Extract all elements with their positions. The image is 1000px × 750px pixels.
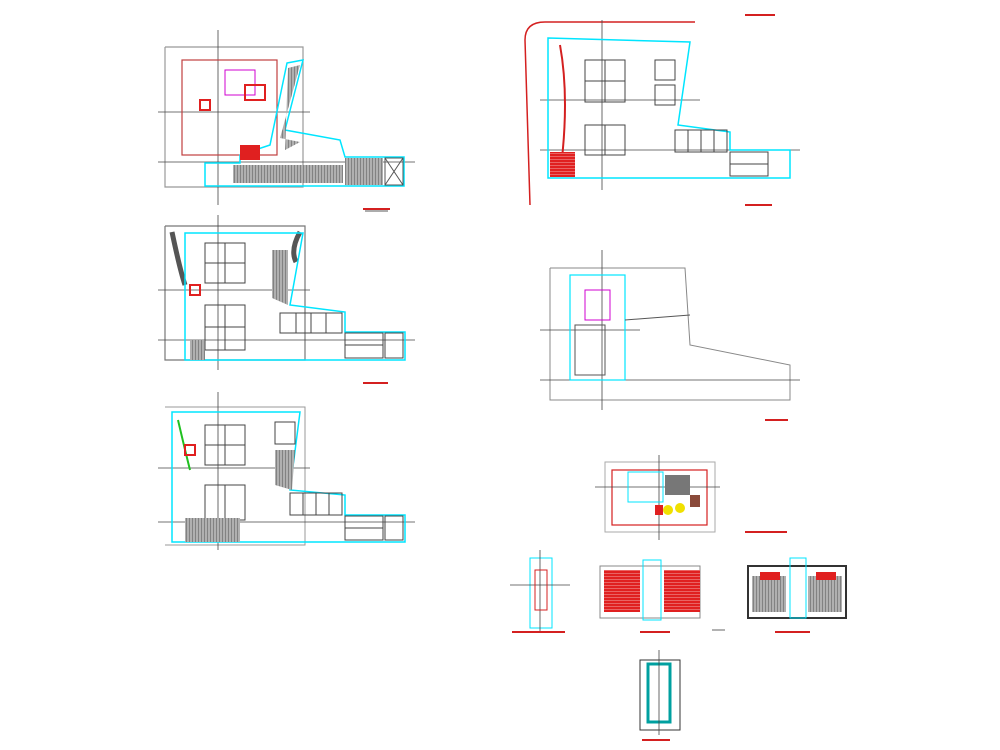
section-plan-small	[510, 550, 570, 633]
floor-plan-3	[158, 392, 415, 550]
floor-plan-1	[158, 30, 415, 212]
floor-plan-detail	[595, 455, 787, 540]
auditorium-plan-1	[599, 559, 725, 633]
auditorium-plan-2	[747, 557, 847, 633]
site-plan	[540, 250, 800, 421]
floor-plan-2	[158, 215, 415, 384]
floor-plan-4	[524, 14, 800, 206]
tower-plan	[639, 650, 681, 741]
